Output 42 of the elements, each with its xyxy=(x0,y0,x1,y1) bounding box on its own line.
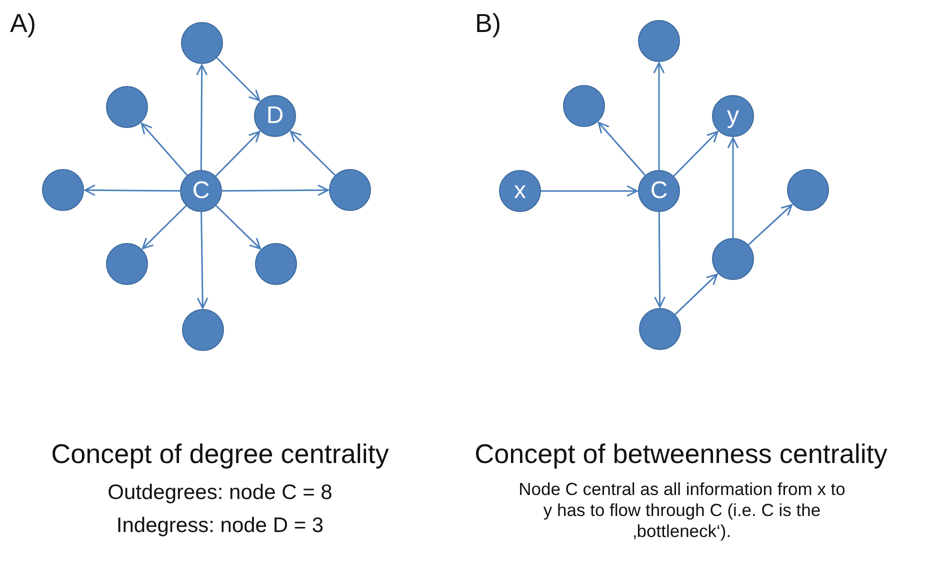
arrow xyxy=(654,212,666,308)
labeled-node-circle: C xyxy=(638,170,680,212)
node-circle xyxy=(255,243,297,285)
node-circle xyxy=(329,169,371,211)
arrow xyxy=(598,122,646,176)
arrow xyxy=(727,137,739,238)
arrow xyxy=(216,205,261,250)
arrow xyxy=(142,205,187,250)
arrow xyxy=(222,184,329,196)
node-circle xyxy=(106,86,148,128)
arrow xyxy=(215,130,260,177)
arrow xyxy=(216,57,260,102)
arrow xyxy=(673,130,718,177)
description: Node C central as all information from x to y has to flow through C (i.e. C is the ‚bottleneck‘). xyxy=(518,479,846,542)
description: Indegress: node D = 3 xyxy=(115,513,325,538)
node-circle xyxy=(787,169,829,211)
labeled-node-circle: y xyxy=(712,95,754,137)
labeled-node-circle: D xyxy=(254,95,296,137)
node-circle xyxy=(639,308,681,350)
arrow xyxy=(653,62,665,170)
arrow xyxy=(140,122,188,176)
heading: Concept of degree centrality xyxy=(50,438,390,470)
arrow xyxy=(748,204,793,246)
arrow xyxy=(84,184,180,196)
labeled-node-circle: C xyxy=(180,170,222,212)
arrow xyxy=(196,212,208,309)
node-circle xyxy=(712,238,754,280)
description: Outdegrees: node C = 8 xyxy=(106,480,334,506)
node-circle xyxy=(181,22,223,64)
arrow xyxy=(290,130,336,176)
arrow xyxy=(541,185,638,197)
node-circle xyxy=(106,243,148,285)
node-circle xyxy=(182,309,224,351)
panel-label: B) xyxy=(475,8,502,40)
arrow xyxy=(674,273,718,315)
heading: Concept of betweenness centrality xyxy=(474,438,888,470)
node-circle xyxy=(638,20,680,62)
labeled-node-circle: x xyxy=(499,170,541,212)
node-circle xyxy=(563,85,605,127)
panel-label: A) xyxy=(10,8,37,40)
node-circle xyxy=(42,169,84,211)
arrow xyxy=(196,64,208,170)
